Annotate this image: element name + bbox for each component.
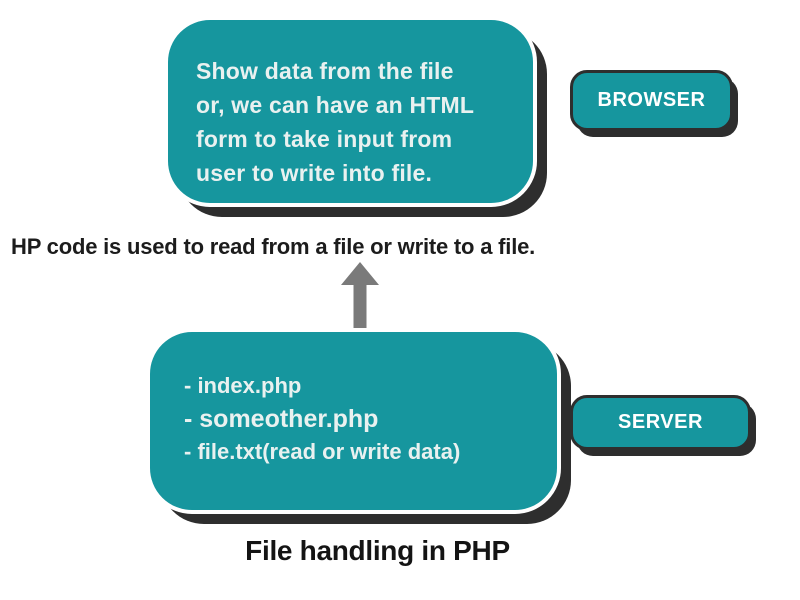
browser-flow-box: Show data from the file or, we can have … <box>164 16 537 207</box>
caption-text: HP code is used to read from a file or w… <box>11 234 536 259</box>
diagram-title: File handling in PHP <box>245 535 510 566</box>
browser-box-text-line: user to write into file. <box>196 160 433 186</box>
browser-box-text-line: form to take input from <box>196 126 453 152</box>
server-flow-box: - index.php - someother.php - file.txt(r… <box>146 328 561 514</box>
browser-box-text-line: Show data from the file <box>196 58 454 84</box>
server-file-item: - file.txt(read or write data) <box>184 439 461 464</box>
server-label: SERVER <box>570 395 751 450</box>
arrow-up-icon <box>341 262 379 332</box>
server-file-item: - index.php <box>184 373 302 398</box>
browser-label-text: BROWSER <box>597 89 706 111</box>
server-label-text: SERVER <box>618 411 703 433</box>
browser-label: BROWSER <box>570 70 733 131</box>
server-file-item: - someother.php <box>184 405 379 433</box>
browser-box-text-line: or, we can have an HTML <box>196 92 475 118</box>
